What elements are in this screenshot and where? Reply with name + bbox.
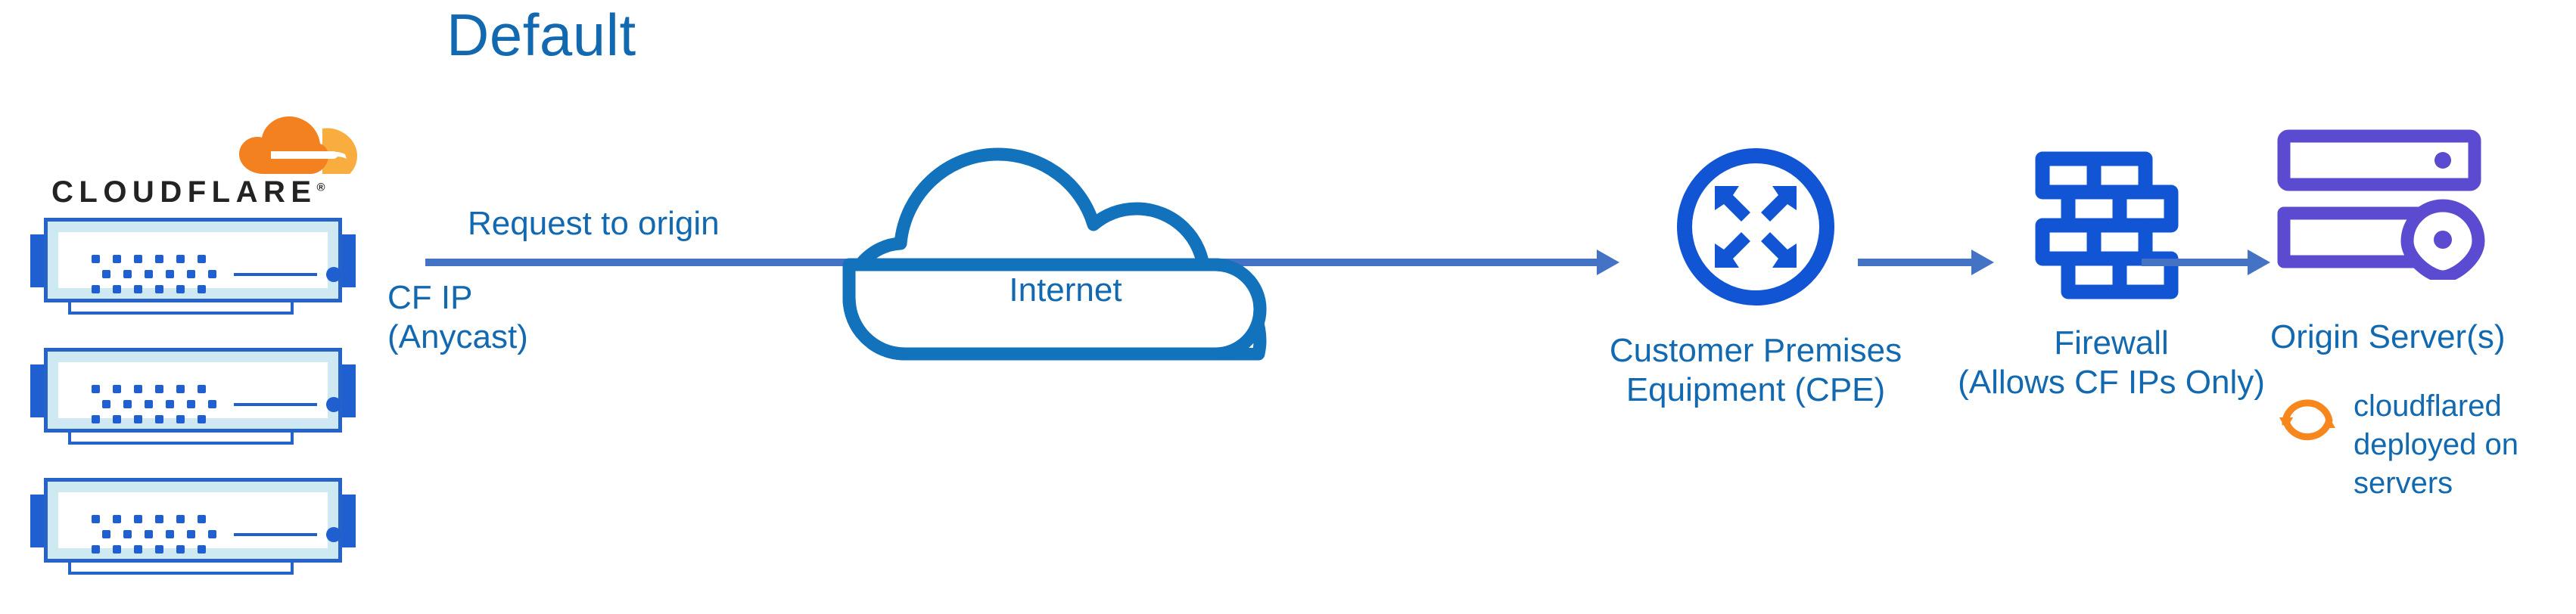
cloud-outline-icon: [842, 147, 1267, 361]
cloudflare-cloud-icon: [216, 106, 360, 175]
server-status-line: [234, 273, 317, 276]
edge-server-3: [30, 478, 356, 576]
server-chassis: [44, 348, 342, 433]
cloudflare-wordmark: CLOUDFLARE®: [51, 175, 325, 209]
server-vent-dots: [92, 515, 216, 554]
server-status-line: [234, 533, 317, 536]
node-cpe-label: Customer Premises Equipment (CPE): [1609, 332, 1902, 408]
server-power-led: [326, 267, 341, 282]
cloudflare-logo: CLOUDFLARE®: [36, 106, 357, 231]
internet-label: Internet: [1009, 271, 1122, 309]
server-vent-dots: [92, 255, 216, 294]
server-base: [68, 301, 294, 315]
origin-server-location-icon: [2273, 129, 2500, 284]
firewall-to-origin-arrow-head: [2248, 250, 2270, 275]
internet-cloud-node: Internet: [838, 112, 1293, 361]
sync-arrows-icon: [2275, 392, 2340, 452]
request-to-origin-label: Request to origin: [468, 205, 720, 242]
server-power-led: [326, 527, 341, 542]
request-flow-arrow-head: [1597, 250, 1619, 275]
server-base: [68, 561, 294, 575]
server-chassis: [44, 218, 342, 302]
cf-ip-anycast-label: CF IP (Anycast): [387, 279, 528, 355]
router-icon: [1672, 144, 1839, 314]
cloudflared-text: cloudflared deployed on servers: [2354, 389, 2518, 501]
server-base: [68, 431, 294, 445]
node-firewall-label: Firewall (Allows CF IPs Only): [1958, 324, 2265, 401]
server-status-line: [234, 403, 317, 406]
server-vent-dots: [92, 385, 216, 424]
registered-mark: ®: [316, 181, 325, 194]
server-faceplate: [58, 492, 341, 554]
page-title: Default: [446, 2, 636, 68]
edge-server-1: [30, 218, 356, 316]
cloudflare-wordmark-text: CLOUDFLARE: [51, 175, 317, 209]
cpe-to-firewall-arrow-line: [1858, 259, 1971, 266]
server-faceplate: [58, 232, 341, 293]
firewall-to-origin-arrow-line: [2142, 259, 2248, 266]
node-origin-label: Origin Server(s): [2270, 318, 2506, 355]
brick-wall-icon: [2032, 150, 2191, 305]
server-chassis: [44, 478, 342, 563]
server-faceplate: [58, 362, 341, 423]
cpe-to-firewall-arrow-head: [1971, 250, 1994, 275]
edge-server-2: [30, 348, 356, 446]
server-power-led: [326, 397, 341, 412]
